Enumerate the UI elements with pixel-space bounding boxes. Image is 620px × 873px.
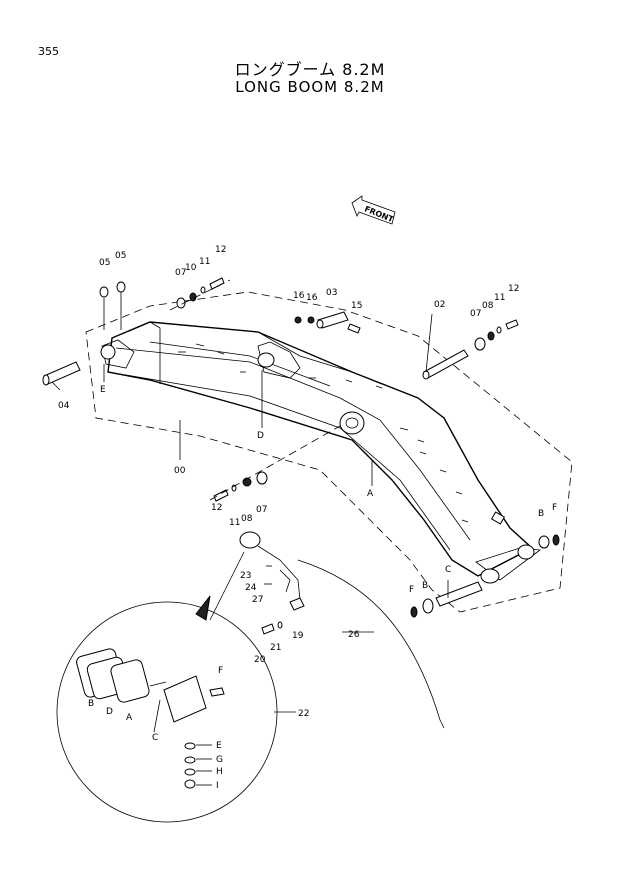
top-left-bolt-stack (169, 277, 231, 311)
callout-b-detail: B (88, 699, 94, 709)
callout-20: 20 (254, 655, 266, 665)
callout-23: 23 (240, 571, 251, 581)
callout-27: 27 (252, 595, 263, 605)
callout-12-top-left: 12 (215, 245, 226, 255)
front-arrow-label: FRONT (363, 204, 395, 224)
callout-a-boom: A (367, 489, 374, 499)
callout-f-lower: F (409, 585, 414, 595)
foot-pin-assembly (42, 281, 126, 386)
detail-circle (56, 595, 278, 823)
callout-c-detail: C (152, 733, 158, 743)
callout-11-right: 11 (494, 293, 505, 303)
front-direction-arrow: FRONT (351, 195, 396, 225)
pin-c-assembly (410, 534, 560, 618)
callout-21: 21 (270, 643, 281, 653)
callout-16-right: 16 (306, 293, 318, 303)
boom-outline-dashed (85, 291, 573, 613)
callout-f-detail: F (218, 666, 223, 676)
callout-05-left: 05 (99, 258, 110, 268)
callout-c-lower: C (445, 565, 451, 575)
callout-e-boom: E (100, 385, 106, 395)
callout-03: 03 (326, 288, 337, 298)
callout-d-detail: D (106, 707, 113, 717)
left-bolt-stack (209, 425, 341, 502)
callout-08-right: 08 (482, 301, 494, 311)
callout-22: 22 (298, 709, 309, 719)
callout-12-left: 12 (211, 503, 222, 513)
callout-15: 15 (351, 301, 362, 311)
callout-00: 00 (174, 466, 186, 476)
callout-26: 26 (348, 630, 360, 640)
boom-body (100, 321, 542, 584)
page-title-japanese: ロングブーム 8.2M (234, 60, 386, 79)
callout-11-left: 11 (229, 518, 240, 528)
callout-b-lower: B (422, 581, 428, 591)
callout-f-right: F (552, 503, 557, 513)
pin-02-assembly (422, 319, 519, 380)
page-number: 355 (38, 45, 59, 58)
callout-h-detail: H (216, 767, 223, 777)
callout-b-right: B (538, 509, 544, 519)
work-light-assembly (209, 531, 445, 729)
page-title-english: LONG BOOM 8.2M (235, 78, 385, 96)
callout-i-detail: I (216, 781, 219, 791)
callout-02: 02 (434, 300, 445, 310)
callout-d-boom: D (257, 431, 264, 441)
callout-16-left: 16 (293, 291, 305, 301)
callout-e-detail: E (216, 741, 222, 751)
upper-pin-assembly (294, 311, 361, 334)
callout-07-left: 07 (256, 505, 267, 515)
callout-a-detail: A (126, 713, 133, 723)
callout-24: 24 (245, 583, 257, 593)
callout-g-detail: G (216, 755, 223, 765)
callout-19: 19 (292, 631, 304, 641)
callout-07-right: 07 (470, 309, 481, 319)
callout-04: 04 (58, 401, 70, 411)
callout-05-right: 05 (115, 251, 126, 261)
callout-11-top-left: 11 (199, 257, 210, 267)
callout-07-top-left: 07 (175, 268, 186, 278)
callout-08-left: 08 (241, 514, 253, 524)
callout-labels: 12 11 10 07 05 05 04 E D 00 16 16 03 15 … (58, 245, 557, 791)
leader-lines (51, 313, 449, 786)
callout-12-right: 12 (508, 284, 519, 294)
callout-10-top-left: 10 (185, 263, 197, 273)
